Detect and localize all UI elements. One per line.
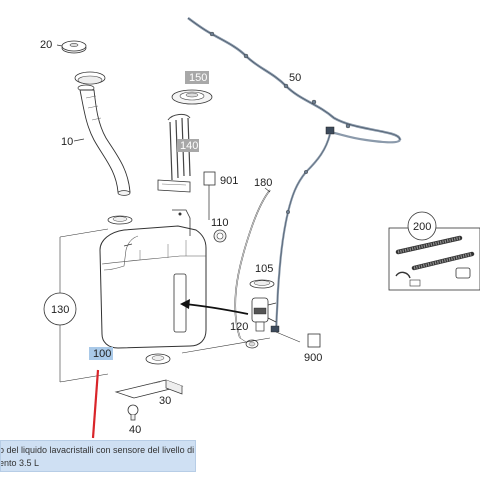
- part-40-bolt[interactable]: [127, 404, 139, 421]
- label-100[interactable]: 100: [93, 348, 111, 360]
- part-150-grommet[interactable]: [171, 89, 213, 105]
- tooltip-line-2: ento 3.5 L: [0, 458, 40, 468]
- label-10[interactable]: 10: [61, 136, 73, 148]
- part-901-connector[interactable]: [203, 171, 216, 220]
- part-50-hose[interactable]: [187, 16, 402, 333]
- label-140-bg: [177, 139, 199, 152]
- label-50[interactable]: 50: [289, 72, 301, 84]
- part-10-filler-neck[interactable]: [74, 71, 131, 196]
- part-20-cap[interactable]: [61, 40, 87, 54]
- label-140[interactable]: 140: [180, 140, 198, 152]
- label-130-callout[interactable]: 130: [43, 292, 77, 326]
- label-901[interactable]: 901: [220, 175, 238, 187]
- label-40[interactable]: 40: [129, 424, 141, 436]
- label-900[interactable]: 900: [304, 352, 322, 364]
- label-130[interactable]: 130: [51, 304, 69, 316]
- label-120[interactable]: 120: [230, 321, 248, 333]
- label-30[interactable]: 30: [159, 395, 171, 407]
- part-100-reservoir[interactable]: [99, 209, 207, 349]
- tank-bottom-grommet: [145, 353, 171, 365]
- part-105-clip[interactable]: [249, 279, 275, 289]
- label-150-bg: [185, 71, 209, 84]
- part-180-hose[interactable]: [234, 189, 271, 339]
- label-180[interactable]: 180: [254, 177, 272, 189]
- arrow-head: [180, 299, 190, 309]
- arrow-pump-to-tank: [183, 303, 249, 315]
- part-tooltip: o del liquido lavacristalli con sensore …: [0, 440, 196, 472]
- tooltip-line-1: o del liquido lavacristalli con sensore …: [0, 445, 195, 455]
- label-200-callout[interactable]: 200: [407, 211, 437, 241]
- pump-seal: [239, 337, 259, 349]
- part-140-pipe-bracket[interactable]: [157, 113, 191, 193]
- part-900-connector[interactable]: [270, 325, 321, 348]
- label-100-highlight: [89, 347, 113, 360]
- label-20[interactable]: 20: [40, 39, 52, 51]
- leader-line-red: [91, 369, 100, 439]
- part-120-pump[interactable]: [251, 297, 277, 332]
- part-30-bracket[interactable]: [114, 379, 184, 399]
- part-110-grommet[interactable]: [213, 229, 227, 243]
- label-150[interactable]: 150: [189, 72, 207, 84]
- label-200[interactable]: 200: [413, 221, 431, 233]
- label-110[interactable]: 110: [211, 217, 229, 229]
- label-105[interactable]: 105: [255, 263, 273, 275]
- part-200-kit[interactable]: [388, 227, 480, 291]
